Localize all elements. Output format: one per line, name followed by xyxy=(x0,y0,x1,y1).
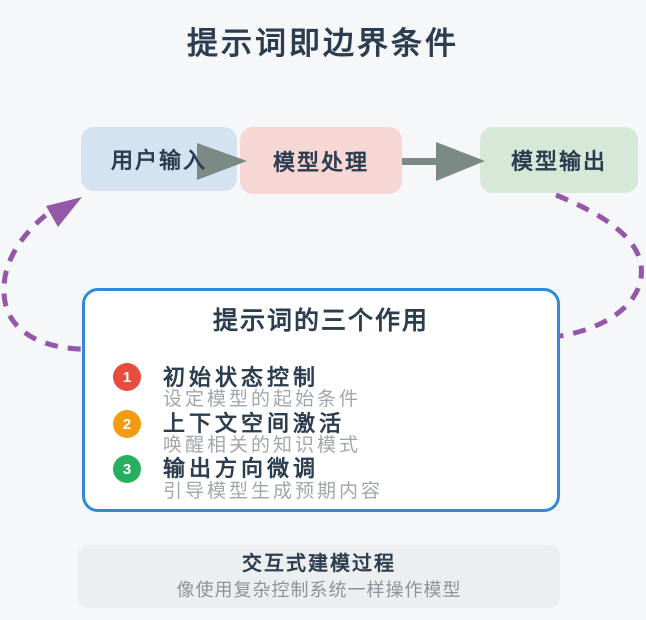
flow-node-user-input: 用户输入 xyxy=(81,127,237,191)
flow-node-model-process: 模型处理 xyxy=(240,127,402,194)
item-2-title: 上下文空间激活 xyxy=(163,411,346,436)
item-2-desc: 唤醒相关的知识模式 xyxy=(163,435,362,456)
footer-note: 交互式建模过程 像使用复杂控制系统一样操作模型 xyxy=(78,545,560,608)
page-title: 提示词即边界条件 xyxy=(187,26,459,61)
flow-node-label: 模型输出 xyxy=(510,149,607,174)
panel-title: 提示词的三个作用 xyxy=(212,307,429,335)
feedback-arrowhead-icon xyxy=(46,197,82,227)
badge-number: 1 xyxy=(122,368,132,386)
prompt-roles-panel: 提示词的三个作用 1 初始状态控制 设定模型的起始条件 2 上下文空间激活 唤醒… xyxy=(82,288,560,512)
item-2-number-badge: 2 xyxy=(113,410,141,438)
item-1-number-badge: 1 xyxy=(113,363,141,391)
badge-number: 3 xyxy=(122,460,132,478)
flow-node-model-output: 模型输出 xyxy=(480,127,638,193)
item-1-desc: 设定模型的起始条件 xyxy=(163,389,362,410)
item-1-title: 初始状态控制 xyxy=(163,365,320,390)
item-3-desc: 引导模型生成预期内容 xyxy=(163,481,384,502)
flow-node-label: 模型处理 xyxy=(272,149,369,175)
flow-node-label: 用户输入 xyxy=(110,148,207,173)
footer-subtitle: 像使用复杂控制系统一样操作模型 xyxy=(176,580,462,600)
footer-title: 交互式建模过程 xyxy=(242,553,396,575)
item-3-number-badge: 3 xyxy=(113,455,141,483)
badge-number: 2 xyxy=(122,415,132,433)
item-3-title: 输出方向微调 xyxy=(163,456,320,481)
